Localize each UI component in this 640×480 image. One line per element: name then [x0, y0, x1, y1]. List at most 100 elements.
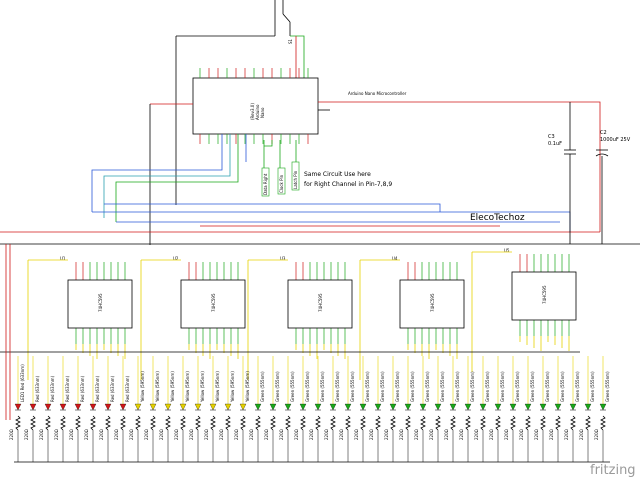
led-label: Green (555nm): [545, 371, 550, 402]
led-9: Yellow (595nm) 220Ω: [129, 356, 145, 462]
resistor-label: 220Ω: [444, 429, 449, 440]
resistor-label: 220Ω: [549, 429, 554, 440]
resistor-label: 220Ω: [69, 429, 74, 440]
led-14: Yellow (595nm)220Ω: [204, 356, 220, 462]
led-40: Green (555nm) 220Ω: [594, 356, 610, 462]
note-line2: for Right Channel in Pin-7,8,9: [304, 181, 392, 188]
led-label: Yellow (595nm): [140, 371, 145, 403]
resistor-label: 220Ω: [309, 429, 314, 440]
shift-register-group: U174HC595U274HC595U374HC595U474HC595U574…: [27, 248, 577, 380]
led-27: Green (555nm)220Ω: [399, 356, 415, 462]
led-label: Yellow (595nm): [155, 371, 160, 403]
chip-part: 74HC595: [211, 293, 216, 312]
led-label: Green (555nm): [305, 371, 310, 402]
capacitor-c2: C2 1000uF 25V: [595, 130, 631, 244]
led-label: LED1 Red (633nm): [20, 364, 25, 402]
note-line1: Same Circuit Use here: [304, 171, 371, 178]
led-label: Green (555nm): [485, 371, 490, 402]
resistor-label: 220Ω: [234, 429, 239, 440]
board-chip-line1: (Rev3.0): [250, 103, 255, 120]
led-31: Green (555nm)220Ω: [459, 356, 475, 462]
led-5: Red (633nm) 220Ω: [69, 356, 85, 462]
resistor-label: 220Ω: [249, 429, 254, 440]
c2-name: C2: [600, 130, 607, 136]
led-23: Green (555nm)220Ω: [339, 356, 355, 462]
resistor-label: 220Ω: [414, 429, 419, 440]
led-label: Yellow (595nm): [200, 371, 205, 403]
resistor-label: 220Ω: [189, 429, 194, 440]
led-label: Green (555nm): [605, 371, 610, 402]
led-label: Yellow (595nm): [230, 371, 235, 403]
led-label: Yellow (595nm): [245, 371, 250, 403]
led-label: Green (555nm): [380, 371, 385, 402]
led-18: Green (555nm) 220Ω: [264, 356, 280, 462]
resistor-label: 220Ω: [339, 429, 344, 440]
led-7: Red (633nm)220Ω: [99, 356, 115, 462]
led-37: Green (555nm) 220Ω: [549, 356, 565, 462]
led-34: Green (555nm)220Ω: [504, 356, 520, 462]
led-28: Green (555nm)220Ω: [414, 356, 430, 462]
led-label: Green (555nm): [275, 371, 280, 402]
chip-part: 74HC595: [318, 293, 323, 312]
resistor-label: 220Ω: [474, 429, 479, 440]
led-33: Green (555nm)220Ω: [489, 356, 505, 462]
shift-register-2: U2 74HC595: [140, 256, 246, 380]
led-24: Green (555nm) 220Ω: [354, 356, 370, 462]
led-label: Green (555nm): [575, 371, 580, 402]
led-26: Green (555nm) 220Ω: [384, 356, 400, 462]
led-4: Red (633nm)220Ω: [54, 356, 70, 462]
led-label: Green (555nm): [470, 371, 475, 402]
title-elecotechoz: ElecoTechoz: [470, 213, 525, 223]
capacitor-c3: C3 0.1uF: [548, 102, 576, 244]
chip-part: 74HC595: [542, 285, 547, 304]
led-array: LED1 Red (633nm) 220Ω Red (633nm) 220Ω Red (…: [9, 356, 610, 462]
resistor-label: 220Ω: [219, 429, 224, 440]
led-13: Yellow (595nm) 220Ω: [189, 356, 205, 462]
led-label: Yellow (595nm): [170, 371, 175, 403]
led-label: Green (555nm): [530, 371, 535, 402]
resistor-label: 220Ω: [84, 429, 89, 440]
resistor-label: 220Ω: [534, 429, 539, 440]
led-12: Yellow (595nm)220Ω: [174, 356, 190, 462]
c3-name: C3: [548, 134, 555, 140]
resistor-label: 220Ω: [594, 429, 599, 440]
resistor-label: 220Ω: [264, 429, 269, 440]
led-label: Red (633nm): [35, 376, 40, 402]
led-10: Yellow (595nm)220Ω: [144, 356, 160, 462]
shift-register-5: U5 74HC595: [471, 248, 577, 372]
chip-name: U2: [173, 256, 179, 261]
led-25: Green (555nm)220Ω: [369, 356, 385, 462]
led-label: Green (555nm): [455, 371, 460, 402]
led-39: Green (555nm)220Ω: [579, 356, 595, 462]
led-label: Green (555nm): [560, 371, 565, 402]
led-label: Red (633nm): [125, 376, 130, 402]
resistor-label: 220Ω: [384, 429, 389, 440]
resistor-label: 220Ω: [279, 429, 284, 440]
led-label: Green (555nm): [500, 371, 505, 402]
resistor-label: 220Ω: [579, 429, 584, 440]
led-label: Green (555nm): [290, 371, 295, 402]
fritzing-brand: fritzing: [590, 463, 636, 478]
led-label: Green (555nm): [395, 371, 400, 402]
led-11: Yellow (595nm)220Ω: [159, 356, 175, 462]
led-8: Red (633nm)220Ω: [114, 356, 130, 462]
board-pins: [199, 68, 309, 144]
resistor-label: 220Ω: [174, 429, 179, 440]
resistor-label: 220Ω: [354, 429, 359, 440]
led-label: Red (633nm): [80, 376, 85, 402]
led-15: Yellow (595nm) 220Ω: [219, 356, 235, 462]
led-label: Green (555nm): [365, 371, 370, 402]
led-19: Green (555nm) 220Ω: [279, 356, 295, 462]
led-label: Yellow (595nm): [215, 371, 220, 403]
led-label: Red (633nm): [95, 376, 100, 402]
resistor-label: 220Ω: [9, 429, 14, 440]
led-16: Yellow (595nm) 220Ω: [234, 356, 250, 462]
chip-name: U4: [392, 256, 398, 261]
chip-name: U1: [60, 256, 66, 261]
resistor-label: 220Ω: [129, 429, 134, 440]
chip-name: U5: [504, 248, 510, 253]
